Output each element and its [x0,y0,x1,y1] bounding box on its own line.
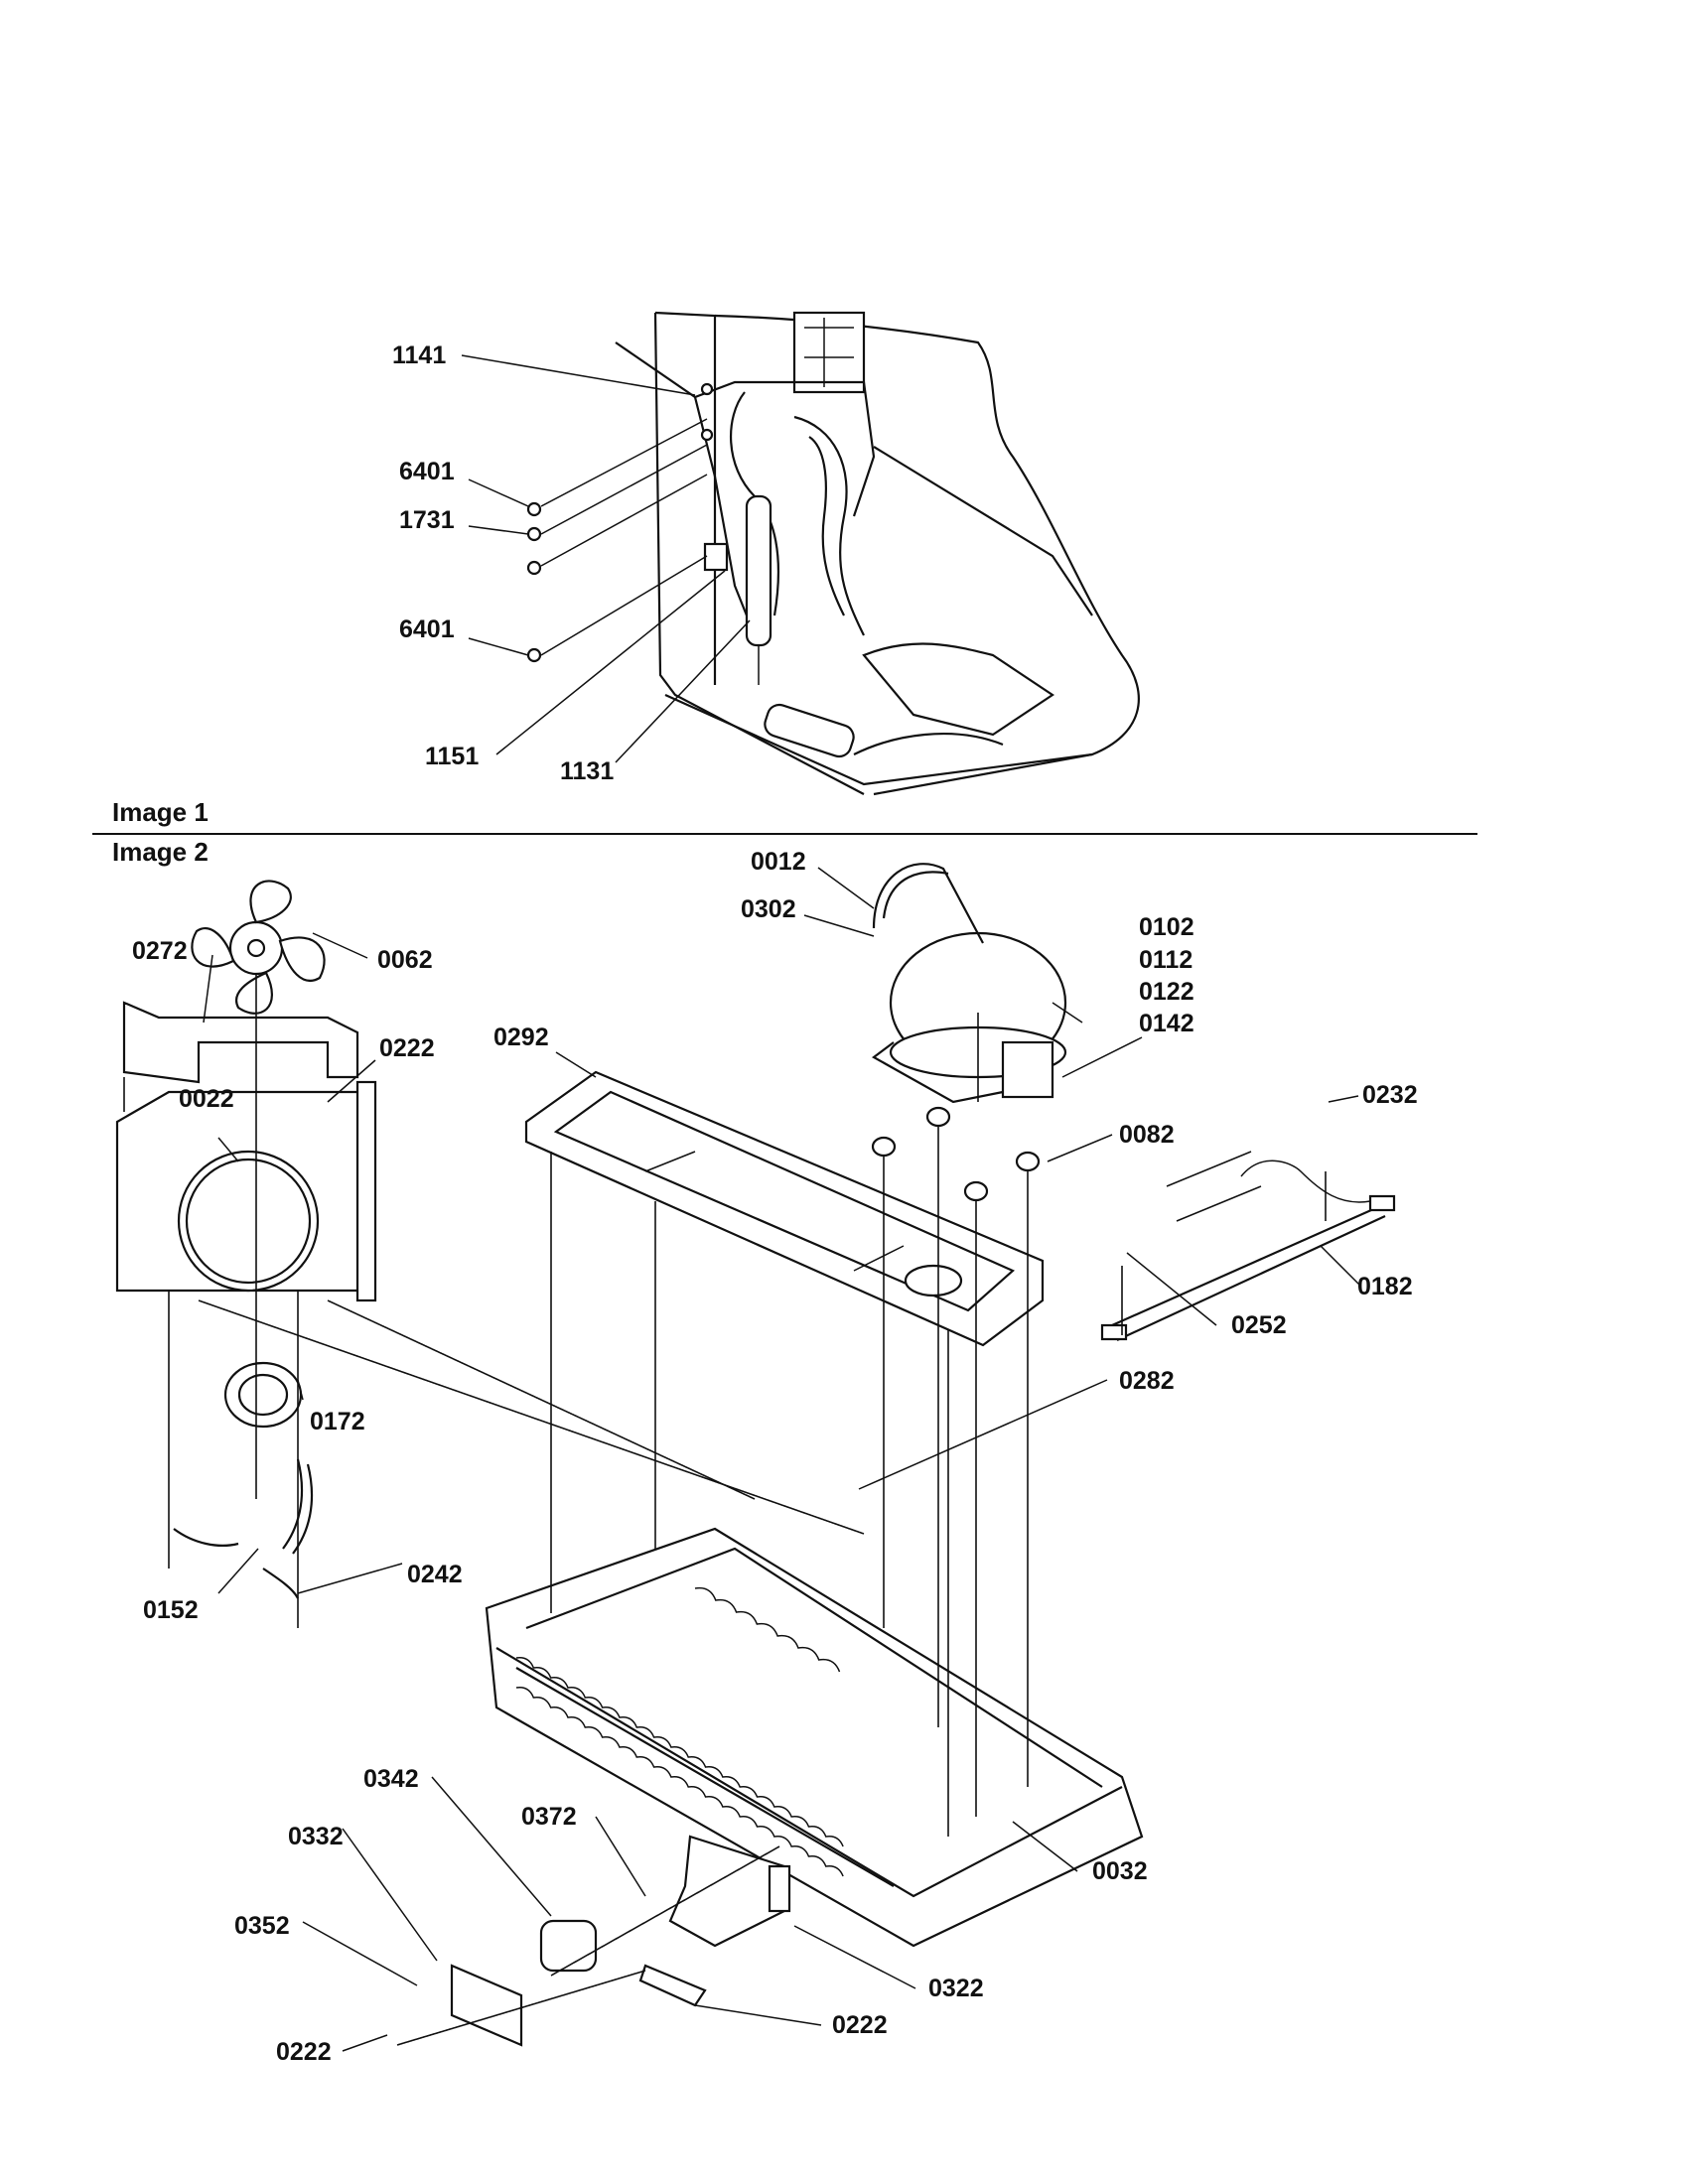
fan-blade-icon [191,880,326,1015]
callout-0252: 0252 [1231,1311,1287,1339]
callout-0352: 0352 [234,1912,290,1940]
callout-1141: 1141 [392,341,446,369]
callout-0222-bottom: 0222 [276,2038,332,2066]
callout-0012: 0012 [751,848,806,876]
callout-0282: 0282 [1119,1367,1175,1395]
callout-0272: 0272 [132,937,188,965]
compressor-icon [871,863,1083,1104]
callout-1731: 1731 [399,506,455,534]
grommet-icons [871,1106,1041,1202]
image1-illustration [526,311,1140,796]
callout-0142: 0142 [1139,1010,1194,1037]
callout-0112: 0112 [1139,946,1193,974]
assembly-lines [123,973,1327,2046]
coil-loops [515,1586,844,1877]
callout-0172: 0172 [310,1408,365,1435]
callout-0292: 0292 [493,1024,549,1051]
callout-6401-upper: 6401 [399,458,455,485]
callout-0222-upper: 0222 [379,1034,435,1062]
callout-0232: 0232 [1362,1081,1418,1109]
callout-0122: 0122 [1139,978,1194,1006]
callout-1131: 1131 [560,757,614,785]
callout-0222-right: 0222 [832,2011,888,2039]
callout-0102: 0102 [1139,913,1194,941]
section-label-image2: Image 2 [112,837,209,867]
image2-illustration [115,863,1396,2047]
callout-0152: 0152 [143,1596,199,1624]
callout-0322: 0322 [928,1975,984,2002]
callout-0372: 0372 [521,1803,577,1831]
callout-0342: 0342 [363,1765,419,1793]
image2-leaders [203,867,1361,2052]
section-label-image1: Image 1 [112,797,209,827]
image1-leaders [461,354,751,763]
callout-6401-lower: 6401 [399,615,455,643]
callout-0082: 0082 [1119,1121,1175,1149]
callout-1151: 1151 [425,743,479,770]
callout-0242: 0242 [407,1561,463,1588]
callout-0332: 0332 [288,1823,344,1850]
callout-0032: 0032 [1092,1857,1148,1885]
callout-0302: 0302 [741,895,796,923]
callout-0022: 0022 [179,1085,234,1113]
screw-icons [526,382,729,663]
callout-0182: 0182 [1357,1273,1413,1300]
callout-0062: 0062 [377,946,433,974]
